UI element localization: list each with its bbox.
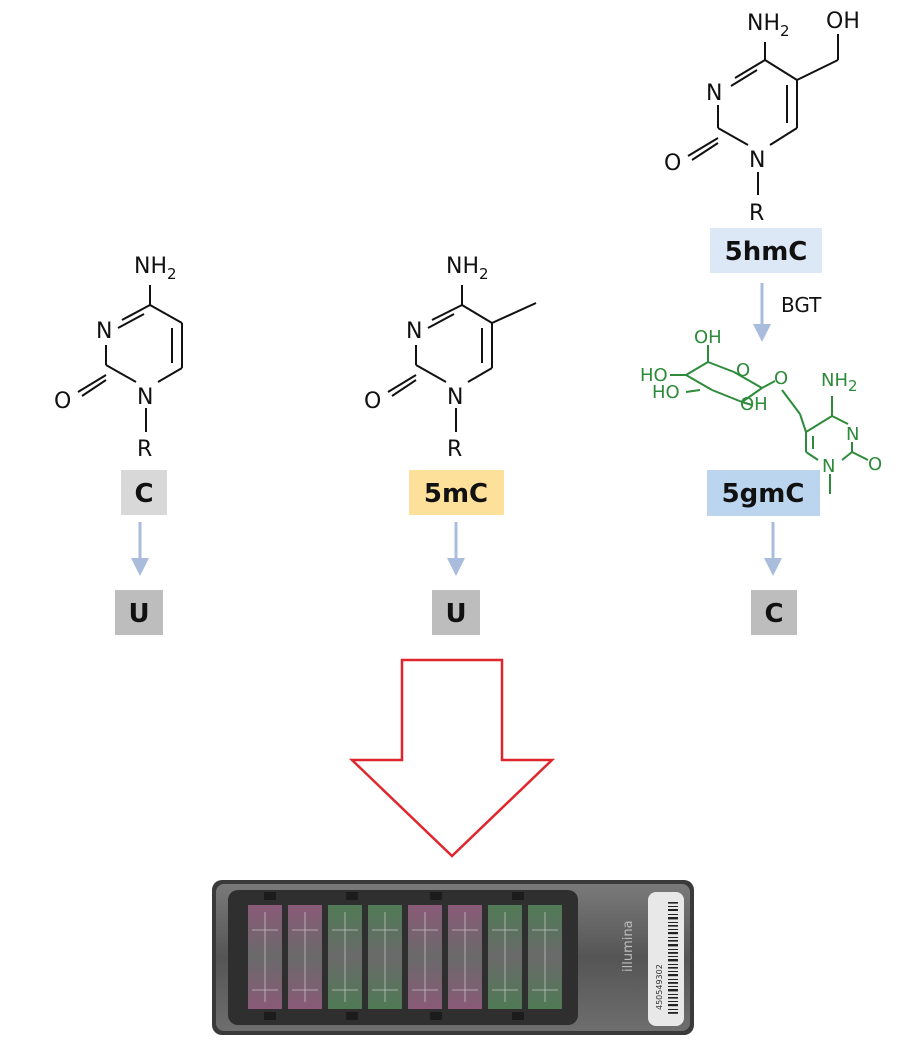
label-5mc-box: 5mC: [409, 470, 504, 515]
5gmc-n1-label: N: [822, 456, 835, 477]
product-u-2: U: [445, 599, 466, 629]
label-5hmc: 5hmC: [725, 237, 808, 267]
5mc-n3-label: N: [406, 319, 422, 344]
5gmc-structure: OH HO HO OH O O NH2 N N O: [640, 327, 882, 494]
5hmc-n1-label: N: [749, 148, 765, 173]
cytosine-n1-label: N: [137, 385, 153, 410]
5mc-oxygen-label: O: [364, 389, 381, 414]
label-5mc: 5mC: [424, 479, 488, 509]
5mc-structure: NH2 N N O R: [364, 254, 537, 462]
5hmc-oxygen-label: O: [664, 151, 681, 176]
product-u-box-1: U: [115, 590, 163, 635]
5hmc-n3-label: N: [706, 81, 722, 106]
label-5gmc-box: 5gmC: [707, 470, 820, 516]
product-u-box-2: U: [432, 590, 480, 635]
cytosine-amine-label: NH2: [134, 254, 177, 283]
product-u-1: U: [128, 599, 149, 629]
5hmc-structure: NH2 OH N N O R: [664, 9, 860, 226]
5gmc-amine-label: NH2: [821, 370, 858, 395]
cytosine-oxygen-label: O: [54, 389, 71, 414]
5hmc-r-label: R: [749, 201, 764, 226]
gluc-ho-1-label: HO: [640, 365, 668, 386]
flowcell-lanes: [248, 905, 562, 1009]
enzyme-bgt-label: BGT: [781, 293, 822, 317]
flowcell-brand-text: illumina: [621, 920, 636, 972]
5hmc-amine-label: NH2: [747, 11, 790, 40]
glycosidic-oxygen-label: O: [774, 368, 788, 389]
gluc-ho-2-label: HO: [652, 382, 680, 403]
5mc-r-label: R: [447, 437, 462, 462]
label-5gmc: 5gmC: [722, 479, 805, 509]
cytosine-structure: NH2 N N O R: [54, 254, 183, 462]
big-down-arrow: [348, 658, 556, 858]
gluc-oh-bottom-label: OH: [740, 394, 768, 415]
label-c: C: [134, 479, 153, 509]
gluc-ring-oxygen-label: O: [736, 360, 750, 381]
product-c-box: C: [751, 590, 797, 635]
gluc-oh-top-label: OH: [694, 327, 722, 348]
product-c: C: [764, 599, 783, 629]
5gmc-n3-label: N: [846, 424, 859, 445]
5mc-n1-label: N: [447, 385, 463, 410]
5mc-amine-label: NH2: [446, 254, 489, 283]
label-c-box: C: [121, 470, 167, 515]
barcode-bars: [668, 902, 678, 1014]
flowcell-serial-text: 450549302: [655, 964, 664, 1010]
barcode-label: [648, 892, 684, 1026]
cytosine-n3-label: N: [96, 319, 112, 344]
5gmc-oxygen-label: O: [868, 454, 882, 475]
flowcell-image: illumina 450549302: [212, 880, 694, 1035]
cytosine-r-label: R: [137, 437, 152, 462]
5hmc-hydroxyl-label: OH: [826, 9, 860, 34]
label-5hmc-box: 5hmC: [710, 228, 822, 273]
